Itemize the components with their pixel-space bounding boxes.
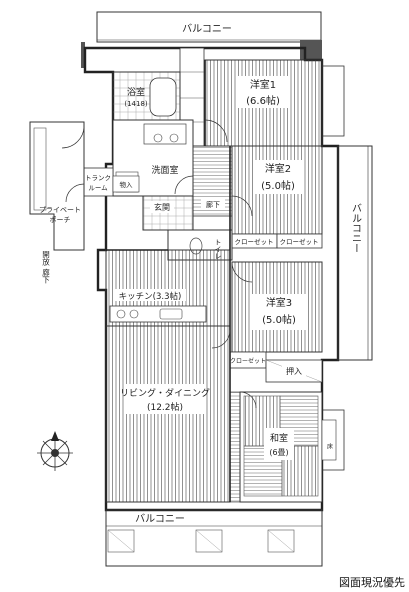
western-room-3-size: (5.0帖) bbox=[262, 313, 296, 326]
entrance: 玄関 bbox=[142, 195, 194, 231]
balcony-bottom-label: バルコニー bbox=[135, 513, 185, 525]
private-porch: プライベート ポーチ 開放 廊下 bbox=[29, 121, 85, 285]
closet-a-label: クローゼット bbox=[235, 237, 274, 246]
washitsu-size: (6畳) bbox=[269, 448, 288, 457]
entrance-label: 玄関 bbox=[154, 202, 170, 212]
plan-caption: 図面現況優先 bbox=[339, 576, 405, 589]
balcony-right: バルコニー bbox=[321, 65, 373, 471]
trunk-room: トランク ルーム 物入 bbox=[83, 167, 140, 197]
western-room-1-name: 洋室1 bbox=[250, 78, 276, 91]
living-dining: リビング・ダイニング (12.2帖) bbox=[105, 325, 231, 503]
bathroom-size: (1418) bbox=[124, 100, 148, 108]
closet-c-label: クローゼット bbox=[230, 357, 266, 365]
balcony-top: バルコニー bbox=[96, 11, 322, 43]
open-corridor-label-2: 廊下 bbox=[41, 267, 50, 285]
western-room-2-name: 洋室2 bbox=[265, 162, 291, 175]
hallway-label: 廊下 bbox=[206, 200, 220, 209]
toilet-label: トイレ bbox=[214, 239, 222, 260]
western-room-1-size: (6.6帖) bbox=[246, 94, 280, 107]
washroom-name: 洗面室 bbox=[151, 164, 178, 176]
bathroom-name: 浴室 bbox=[127, 86, 145, 98]
closets-middle: クローゼット クローゼット bbox=[231, 233, 323, 249]
balcony-bottom: バルコニー bbox=[105, 509, 323, 567]
kitchen-label: キッチン(3.3帖) bbox=[119, 291, 182, 302]
doors bbox=[61, 119, 257, 409]
western-room-2-size: (5.0帖) bbox=[261, 179, 295, 192]
oshiire-label: 押入 bbox=[286, 366, 302, 376]
balcony-top-label: バルコニー bbox=[182, 23, 232, 35]
trunk-room-label-2: ルーム bbox=[88, 184, 108, 192]
shoe-rack-label: 物入 bbox=[120, 180, 134, 189]
oshiire: 押入 bbox=[265, 359, 323, 383]
western-room-2: 洋室2 (5.0帖) bbox=[231, 145, 323, 235]
open-corridor-label-1: 開放 bbox=[41, 250, 50, 266]
closet-b-label: クローゼット bbox=[280, 237, 319, 246]
interior-walls bbox=[106, 60, 231, 502]
hallway: 廊下 bbox=[192, 145, 233, 217]
kitchen: キッチン(3.3帖) bbox=[105, 249, 231, 327]
balcony-right-label: バルコニー bbox=[350, 203, 362, 253]
bathroom: 浴室 (1418) bbox=[112, 71, 181, 121]
compass-rose-icon bbox=[37, 431, 73, 471]
trunk-room-label-1: トランク bbox=[85, 174, 111, 182]
tokobashira-label: 床 bbox=[326, 442, 333, 450]
private-porch-label-1: プライベート bbox=[39, 206, 81, 214]
washitsu-name: 和室 bbox=[270, 432, 288, 444]
western-room-3-name: 洋室3 bbox=[266, 296, 292, 309]
washitsu: 和室 (6畳) 床 bbox=[229, 391, 337, 503]
private-porch-label-2: ポーチ bbox=[50, 216, 71, 224]
closet-c: クローゼット bbox=[229, 351, 267, 369]
living-dining-size: (12.2帖) bbox=[147, 401, 183, 413]
western-room-3: 洋室3 (5.0帖) bbox=[231, 261, 323, 353]
western-room-1: 洋室1 (6.6帖) bbox=[179, 47, 323, 147]
living-dining-name: リビング・ダイニング bbox=[120, 387, 210, 399]
